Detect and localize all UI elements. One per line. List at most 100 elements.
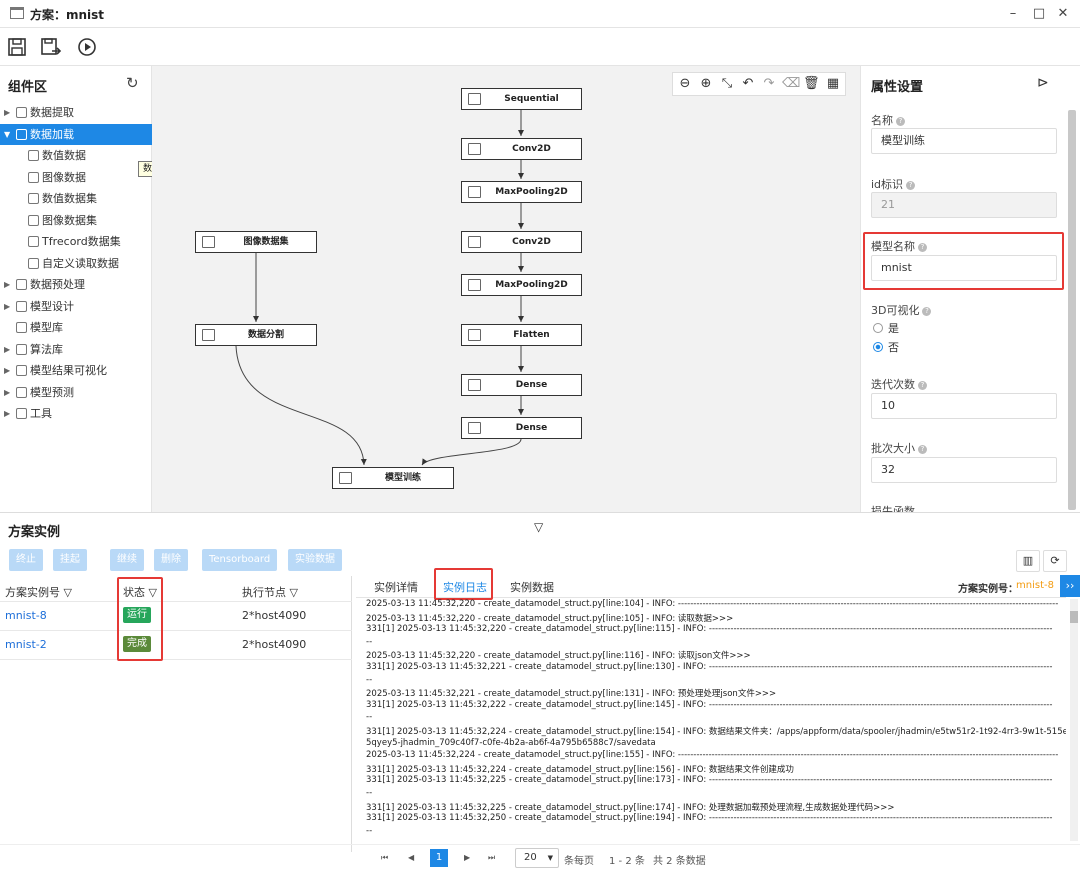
experiment-data-button[interactable]: 实验数据 (288, 549, 342, 571)
instance-link-mnist-2[interactable]: mnist-2 (5, 638, 47, 651)
chevron-right-icon[interactable]: ▶ (4, 108, 11, 117)
cube-icon (339, 472, 352, 484)
vis3d-yes-radio[interactable]: 是 (873, 320, 899, 336)
tree-item[interactable]: 模型库 (0, 317, 152, 338)
highlight-box (863, 232, 1064, 290)
node-sequential[interactable]: Sequential (461, 88, 582, 110)
chevron-down-icon[interactable]: ▼ (4, 129, 11, 139)
collapse-icon[interactable]: ⊳ (1037, 75, 1049, 91)
tree-item[interactable]: ▶模型结果可视化 (0, 360, 152, 381)
tree-item[interactable]: 图像数据集 (0, 210, 152, 231)
instance-link-mnist-8[interactable]: mnist-8 (5, 609, 47, 622)
tree-item[interactable]: ▼数据加载 (0, 123, 152, 145)
reload-icon[interactable]: ⟳ (1043, 550, 1067, 572)
resume-button[interactable]: 继续 (110, 549, 144, 571)
tree-item[interactable]: ▶模型设计 (0, 296, 152, 317)
node-data-split[interactable]: 数据分割 (195, 324, 317, 346)
node-model-train[interactable]: 模型训练 (332, 467, 454, 489)
delete-icon[interactable]: 🗑 (803, 76, 820, 91)
log-line: 2025-03-13 11:45:32,221 - create_datamod… (366, 689, 777, 700)
fit-icon[interactable]: ⤡ (721, 76, 733, 91)
log-line: -- (366, 674, 373, 685)
log-line: 331[1] 2025-03-13 11:45:32,225 - create_… (366, 802, 895, 813)
maxpool-icon (468, 186, 481, 198)
save-as-icon[interactable] (40, 36, 62, 58)
prev-page-icon[interactable]: ◀ (408, 853, 415, 862)
node-dense-1[interactable]: Dense (461, 374, 582, 396)
grid-icon[interactable]: ▦ (826, 76, 840, 91)
chevron-right-icon[interactable]: ▶ (4, 366, 11, 375)
collapse-down-icon[interactable]: ▽ (534, 520, 544, 534)
minimize-button[interactable]: – (1009, 6, 1017, 21)
tree-item-icon (28, 214, 39, 226)
node-maxpool-1[interactable]: MaxPooling2D (461, 181, 582, 203)
tab-instance-detail[interactable]: 实例详情 (374, 581, 418, 594)
save-icon[interactable] (6, 36, 28, 58)
node-label: Dense (515, 423, 548, 433)
page-size-select[interactable]: 20▼ (515, 848, 559, 868)
tab-divider (356, 597, 1066, 598)
node-dense-2[interactable]: Dense (461, 417, 582, 439)
suspend-button[interactable]: 挂起 (53, 549, 87, 571)
last-page-icon[interactable]: ⏭ (488, 853, 496, 862)
vis3d-no-radio[interactable]: 否 (873, 339, 899, 355)
run-icon[interactable] (76, 36, 98, 58)
tree-item[interactable]: 图像数据 (0, 167, 152, 188)
tree-item[interactable]: Tfrecord数据集 (0, 231, 152, 252)
zoom-out-icon[interactable]: ⊖ (679, 76, 691, 91)
col-status[interactable]: 状态 ▽ (123, 586, 157, 599)
log-line: 5qyey5-jhadmin_709c40f7-c0fe-4b2a-ab6f-4… (366, 737, 656, 748)
delete-button[interactable]: 删除 (154, 549, 188, 571)
zoom-in-icon[interactable]: ⊕ (700, 76, 712, 91)
tree-item[interactable]: 数值数据 (0, 145, 152, 166)
tree-item[interactable]: 数值数据集 (0, 188, 152, 209)
tree-item[interactable]: ▶工具 (0, 403, 152, 424)
node-maxpool-2[interactable]: MaxPooling2D (461, 274, 582, 296)
first-page-icon[interactable]: ⏮ (381, 853, 389, 862)
tree-item[interactable]: ▶数据预处理 (0, 274, 152, 295)
col-instance-id[interactable]: 方案实例号 ▽ (5, 586, 72, 599)
tree-item[interactable]: ▶算法库 (0, 339, 152, 360)
tree-item[interactable]: ▶数据提取 (0, 102, 152, 123)
undo-icon[interactable]: ↶ (742, 76, 754, 91)
properties-scrollbar[interactable] (1068, 110, 1076, 510)
eraser-icon[interactable]: ⌫ (782, 76, 801, 91)
tree-item-label: Tfrecord数据集 (42, 235, 121, 248)
close-button[interactable]: ✕ (1057, 6, 1069, 21)
model-name-input[interactable]: mnist (871, 255, 1057, 281)
chevron-right-icon[interactable]: ▶ (4, 387, 11, 397)
maximize-button[interactable]: □ (1032, 6, 1046, 21)
tree-item[interactable]: ▶模型预测 (0, 382, 152, 403)
log-scrollbar[interactable] (1070, 599, 1078, 841)
chevron-right-icon[interactable]: ▶ (4, 301, 11, 311)
tensorboard-button[interactable]: Tensorboard (202, 549, 278, 571)
tab-instance-data[interactable]: 实例数据 (510, 581, 554, 594)
component-panel-title: 组件区 (8, 80, 48, 95)
epochs-input[interactable]: 10 (871, 393, 1057, 419)
tab-instance-log[interactable]: 实例日志 (443, 581, 487, 594)
chevron-right-icon[interactable]: ▶ (4, 280, 11, 289)
next-page-icon[interactable]: ▶ (464, 853, 471, 862)
refresh-icon[interactable]: ↻ (126, 74, 139, 92)
node-conv2d-2[interactable]: Conv2D (461, 231, 582, 253)
header-divider (0, 601, 352, 602)
expand-icon[interactable]: ›› (1060, 575, 1080, 597)
terminate-button[interactable]: 终止 (9, 549, 43, 571)
node-conv2d-1[interactable]: Conv2D (461, 138, 582, 160)
page-1-button[interactable]: 1 (430, 849, 448, 867)
node-image-dataset[interactable]: 图像数据集 (195, 231, 317, 253)
pagination: ⏮ ◀ 1 ▶ ⏭ 20▼ 条每页 1 - 2 条 共 2 条数据 (0, 844, 1080, 871)
conv2d-icon (468, 236, 481, 248)
log-line: 331[1] 2025-03-13 11:45:32,222 - create_… (366, 699, 1053, 710)
batch-input[interactable]: 32 (871, 457, 1057, 483)
node-flatten[interactable]: Flatten (461, 324, 582, 346)
name-input[interactable]: 模型训练 (871, 128, 1057, 154)
epochs-label: 迭代次数? (871, 376, 927, 392)
chevron-right-icon[interactable]: ▶ (4, 409, 11, 418)
database-icon (202, 329, 215, 341)
chevron-right-icon[interactable]: ▶ (4, 344, 11, 354)
tree-item[interactable]: 自定义读取数据 (0, 253, 152, 274)
columns-icon[interactable]: ▥ (1016, 550, 1040, 572)
redo-icon[interactable]: ↷ (763, 76, 775, 91)
col-node[interactable]: 执行节点 ▽ (242, 586, 298, 599)
